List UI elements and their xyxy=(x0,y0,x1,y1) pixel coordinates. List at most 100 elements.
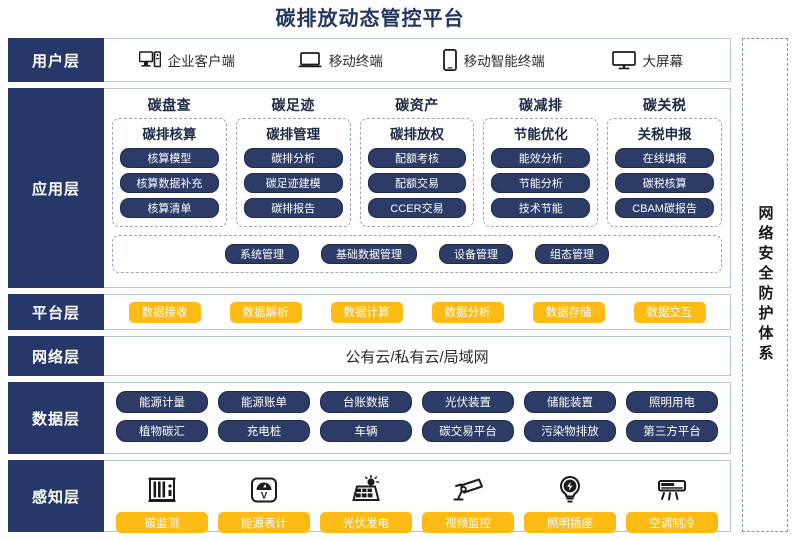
group-title: 碳资产 xyxy=(395,97,439,113)
app-feature-pill[interactable]: 碳足迹建模 xyxy=(243,173,343,193)
sensing-pill[interactable]: 光伏发电 xyxy=(320,512,412,533)
sensing-item-carbon-monitor[interactable]: 碳监测 xyxy=(116,467,208,533)
user-item-label: 大屏幕 xyxy=(642,54,684,69)
app-feature-pill[interactable]: 能效分析 xyxy=(491,148,591,168)
app-feature-pill[interactable]: 配额考核 xyxy=(367,148,467,168)
app-feature-pill[interactable]: 配额交易 xyxy=(367,173,467,193)
layer-label-data: 数据层 xyxy=(8,382,104,454)
air-conditioner-icon xyxy=(656,467,688,505)
user-item-large-screen[interactable]: 大屏幕 xyxy=(571,50,725,70)
data-pill-energy-metering[interactable]: 能源计量 xyxy=(116,391,208,413)
app-feature-pill[interactable]: 碳税核算 xyxy=(615,173,714,193)
group-box: 碳排管理 碳排分析 碳足迹建模 碳排报告 xyxy=(235,118,351,227)
app-feature-pill[interactable]: 技术节能 xyxy=(491,198,591,218)
platform-pill-data-receive[interactable]: 数据接收 xyxy=(128,301,201,323)
app-feature-pill[interactable]: 核算模型 xyxy=(120,148,219,168)
data-pill-carbon-trading-platform[interactable]: 碳交易平台 xyxy=(422,420,514,442)
user-item-enterprise-client[interactable]: 企业客户端 xyxy=(110,50,264,70)
page-title: 碳排放动态管控平台 xyxy=(275,8,465,30)
lightbulb-icon xyxy=(557,467,583,505)
management-pill-system[interactable]: 系统管理 xyxy=(225,244,299,264)
data-pill-pv-device[interactable]: 光伏装置 xyxy=(422,391,514,413)
app-feature-pill[interactable]: 碳排报告 xyxy=(243,198,343,218)
user-item-label: 移动智能终端 xyxy=(463,54,545,69)
app-feature-pill[interactable]: CCER交易 xyxy=(367,198,467,218)
application-layer-body: 碳盘查 碳排核算 核算模型 核算数据补充 核算清单 碳足迹 碳排管理 碳排分析 … xyxy=(104,89,730,287)
layer-application: 应用层 碳盘查 碳排核算 核算模型 核算数据补充 核算清单 碳足迹 碳排管理 xyxy=(8,88,731,288)
data-row: 能源计量 能源账单 台账数据 光伏装置 储能装置 照明用电 xyxy=(116,391,718,413)
group-title: 碳足迹 xyxy=(271,97,315,113)
management-box: 系统管理 基础数据管理 设备管理 组态管理 xyxy=(112,235,722,273)
sensing-item-pv-generation[interactable]: 光伏发电 xyxy=(320,467,412,533)
app-group-carbon-inventory: 碳盘查 碳排核算 核算模型 核算数据补充 核算清单 xyxy=(112,95,227,227)
monitor-icon xyxy=(611,50,636,70)
management-pill-basic-data[interactable]: 基础数据管理 xyxy=(321,244,417,264)
management-pill-device[interactable]: 设备管理 xyxy=(439,244,513,264)
gauge-meter-icon: V xyxy=(249,467,279,505)
user-item-label: 企业客户端 xyxy=(167,54,236,69)
data-pill-vehicle[interactable]: 车辆 xyxy=(320,420,412,442)
data-pill-ledger-data[interactable]: 台账数据 xyxy=(320,391,412,413)
sensing-pill[interactable]: 能源表计 xyxy=(218,512,310,533)
layer-label-application: 应用层 xyxy=(8,88,104,288)
sensing-item-energy-meter[interactable]: V 能源表计 xyxy=(218,467,310,533)
laptop-icon xyxy=(298,51,322,69)
security-system-column: 网络安全防护体系 xyxy=(742,38,788,532)
app-feature-pill[interactable]: 核算数据补充 xyxy=(120,173,219,193)
app-feature-pill[interactable]: 在线填报 xyxy=(615,148,714,168)
group-title: 碳关税 xyxy=(642,97,687,113)
group-box: 关税申报 在线填报 碳税核算 CBAM碳报告 xyxy=(607,118,722,227)
data-pill-lighting-power[interactable]: 照明用电 xyxy=(626,391,718,413)
platform-layer-body: 数据接收 数据解析 数据计算 数据分析 数据存储 数据交互 xyxy=(104,295,730,329)
user-item-smart-mobile-terminal[interactable]: 移动智能终端 xyxy=(417,49,571,71)
layer-data: 数据层 能源计量 能源账单 台账数据 光伏装置 储能装置 照明用电 植物碳汇 充… xyxy=(8,382,731,454)
platform-pill-data-compute[interactable]: 数据计算 xyxy=(330,301,403,323)
group-subtitle: 碳排管理 xyxy=(266,127,321,142)
group-title: 碳盘查 xyxy=(147,97,192,113)
sensing-pill[interactable]: 空调制冷 xyxy=(626,512,718,533)
platform-pill-data-exchange[interactable]: 数据交互 xyxy=(633,301,706,323)
layer-sensing: 感知层 碳监测 V 能源表计 xyxy=(8,460,731,533)
app-feature-pill[interactable]: 碳排分析 xyxy=(243,148,343,168)
sensing-item-video-surveillance[interactable]: 视频监控 xyxy=(422,467,514,533)
network-layer-body: 公有云/私有云/局域网 xyxy=(104,337,730,375)
sensing-item-air-conditioning[interactable]: 空调制冷 xyxy=(626,467,718,533)
layer-label-platform: 平台层 xyxy=(8,294,104,330)
app-group-carbon-asset: 碳资产 碳排放权 配额考核 配额交易 CCER交易 xyxy=(359,95,475,227)
sensing-pill[interactable]: 碳监测 xyxy=(116,512,208,533)
user-item-label: 移动终端 xyxy=(328,54,383,69)
desktop-tower-icon xyxy=(138,51,161,69)
data-pill-pollutant-emission[interactable]: 污染物排放 xyxy=(524,420,616,442)
layer-user: 用户层 企业客户端 移动终端 移动智能终端 xyxy=(8,38,731,82)
data-pill-storage-device[interactable]: 储能装置 xyxy=(524,391,616,413)
user-layer-body: 企业客户端 移动终端 移动智能终端 大屏幕 xyxy=(104,39,730,81)
data-pill-plant-carbon-sink[interactable]: 植物碳汇 xyxy=(116,420,208,442)
sensing-row: 碳监测 V 能源表计 光伏发电 xyxy=(116,467,718,533)
platform-pill-data-analysis[interactable]: 数据分析 xyxy=(431,301,504,323)
management-pill-configuration[interactable]: 组态管理 xyxy=(535,244,609,264)
platform-pill-data-parse[interactable]: 数据解析 xyxy=(229,301,302,323)
layer-label-sensing: 感知层 xyxy=(8,460,104,532)
application-groups: 碳盘查 碳排核算 核算模型 核算数据补充 核算清单 碳足迹 碳排管理 碳排分析 … xyxy=(112,95,722,227)
security-camera-icon xyxy=(452,467,484,505)
sensing-item-lighting-socket[interactable]: 照明插座 xyxy=(524,467,616,533)
sensing-pill[interactable]: 视频监控 xyxy=(422,512,514,533)
layer-label-network: 网络层 xyxy=(8,336,104,376)
smartphone-icon xyxy=(442,49,457,71)
sensing-pill[interactable]: 照明插座 xyxy=(524,512,616,533)
app-feature-pill[interactable]: CBAM碳报告 xyxy=(615,198,714,218)
carbon-cabinet-icon xyxy=(147,467,177,505)
group-box: 碳排核算 核算模型 核算数据补充 核算清单 xyxy=(112,118,227,227)
data-pill-energy-bill[interactable]: 能源账单 xyxy=(218,391,310,413)
app-feature-pill[interactable]: 核算清单 xyxy=(120,198,219,218)
app-feature-pill[interactable]: 节能分析 xyxy=(491,173,591,193)
security-column-label: 网络安全防护体系 xyxy=(756,205,774,365)
group-subtitle: 节能优化 xyxy=(513,127,568,142)
sensing-layer-body: 碳监测 V 能源表计 光伏发电 xyxy=(104,461,730,533)
platform-pill-data-storage[interactable]: 数据存储 xyxy=(532,301,605,323)
data-pill-charging-pile[interactable]: 充电桩 xyxy=(218,420,310,442)
data-pill-third-party-platform[interactable]: 第三方平台 xyxy=(626,420,718,442)
user-item-mobile-terminal[interactable]: 移动终端 xyxy=(264,50,418,70)
layer-label-user: 用户层 xyxy=(8,38,104,82)
